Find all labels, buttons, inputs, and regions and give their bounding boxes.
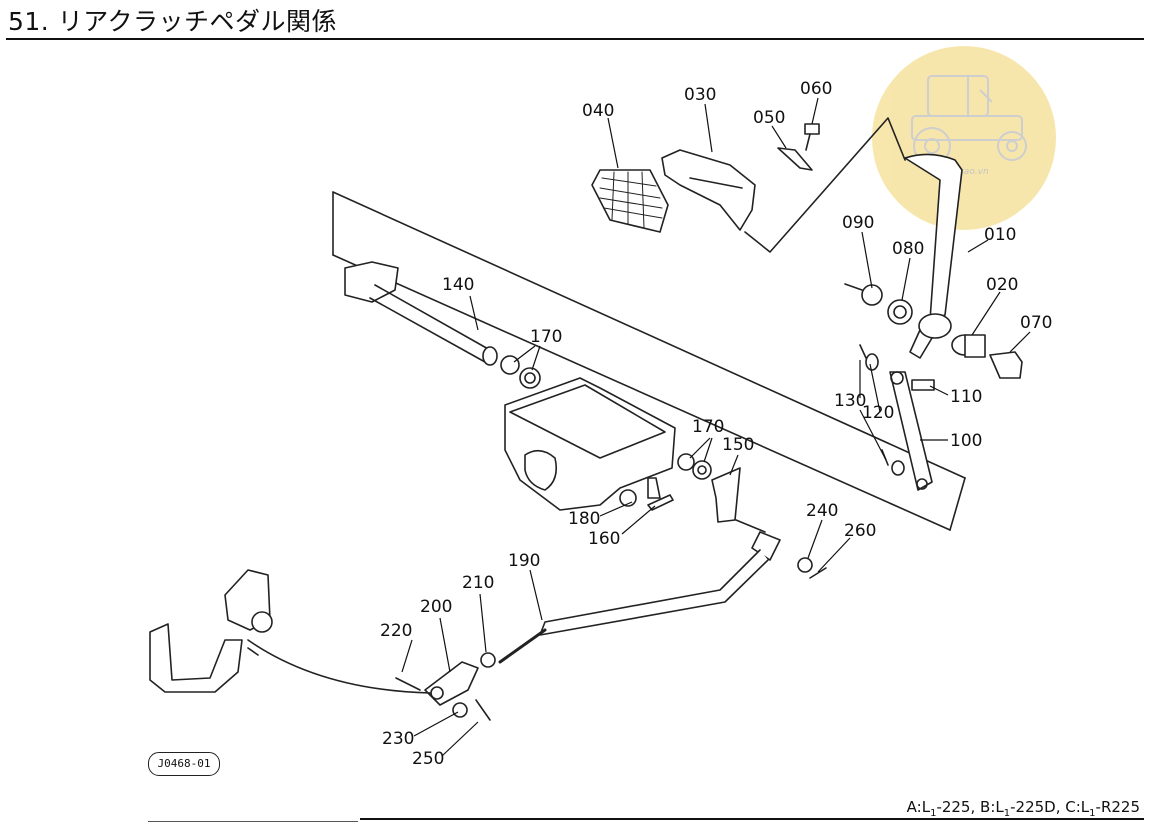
callout-210: 210	[462, 573, 494, 593]
callout-220: 220	[380, 621, 412, 641]
pedal-lever-part	[149, 623, 243, 693]
footer-rule-right	[360, 818, 1144, 820]
frame-bottom-line	[332, 254, 951, 531]
callout-140: 140	[442, 275, 474, 295]
callout-060: 060	[800, 79, 832, 99]
model-c-sub: 1	[1089, 808, 1096, 819]
model-c: -R225	[1095, 798, 1140, 816]
title-rule	[6, 38, 1144, 40]
callout-150: 150	[722, 435, 754, 455]
callout-200: 200	[420, 597, 452, 617]
callout-030: 030	[684, 85, 716, 105]
callout-100: 100	[950, 431, 982, 451]
callout-170-lower: 170	[692, 417, 724, 437]
model-a: -225,	[936, 798, 976, 816]
model-a-sub: 1	[930, 808, 937, 819]
callout-130: 130	[834, 391, 866, 411]
callout-230: 230	[382, 729, 414, 749]
callout-110: 110	[950, 387, 982, 407]
callout-180: 180	[568, 509, 600, 529]
watermark-text: maycao.vn	[939, 167, 989, 177]
frame-top-line	[332, 191, 966, 479]
callout-070: 070	[1020, 313, 1052, 333]
drawing-code: J0468-01	[148, 752, 220, 776]
callout-020: 020	[986, 275, 1018, 295]
callout-080: 080	[892, 239, 924, 259]
model-a-prefix: A:L	[906, 798, 931, 816]
watermark-logo: maycao.vn	[872, 46, 1056, 230]
model-footer: A:L1-225, B:L1-225D, C:L1-R225	[907, 798, 1140, 819]
callout-260: 260	[844, 521, 876, 541]
callout-250: 250	[412, 749, 444, 769]
pedal-bracket-part	[661, 149, 756, 231]
callout-240: 240	[806, 501, 838, 521]
model-b-sub: 1	[1003, 808, 1011, 819]
model-b: -225D,	[1010, 798, 1061, 816]
housing-part	[504, 377, 676, 511]
callout-010: 010	[984, 225, 1016, 245]
callout-170-upper: 170	[530, 327, 562, 347]
callout-120: 120	[862, 403, 894, 423]
callout-160: 160	[588, 529, 620, 549]
shaft-flange	[344, 261, 399, 303]
model-b-prefix: B:L	[980, 798, 1004, 816]
callout-040: 040	[582, 101, 614, 121]
callout-050: 050	[753, 108, 785, 128]
callout-190: 190	[508, 551, 540, 571]
footer-rule-left	[148, 821, 358, 822]
long-rod-part	[539, 549, 769, 636]
pedal-pad-part	[591, 169, 669, 233]
pedal-arm-part	[904, 153, 963, 321]
page-title: 51. リアクラッチペダル関係	[8, 7, 337, 36]
callout-090: 090	[842, 213, 874, 233]
lever-part	[711, 467, 741, 523]
clevis-part	[424, 661, 479, 706]
model-c-prefix: C:L	[1065, 798, 1090, 816]
